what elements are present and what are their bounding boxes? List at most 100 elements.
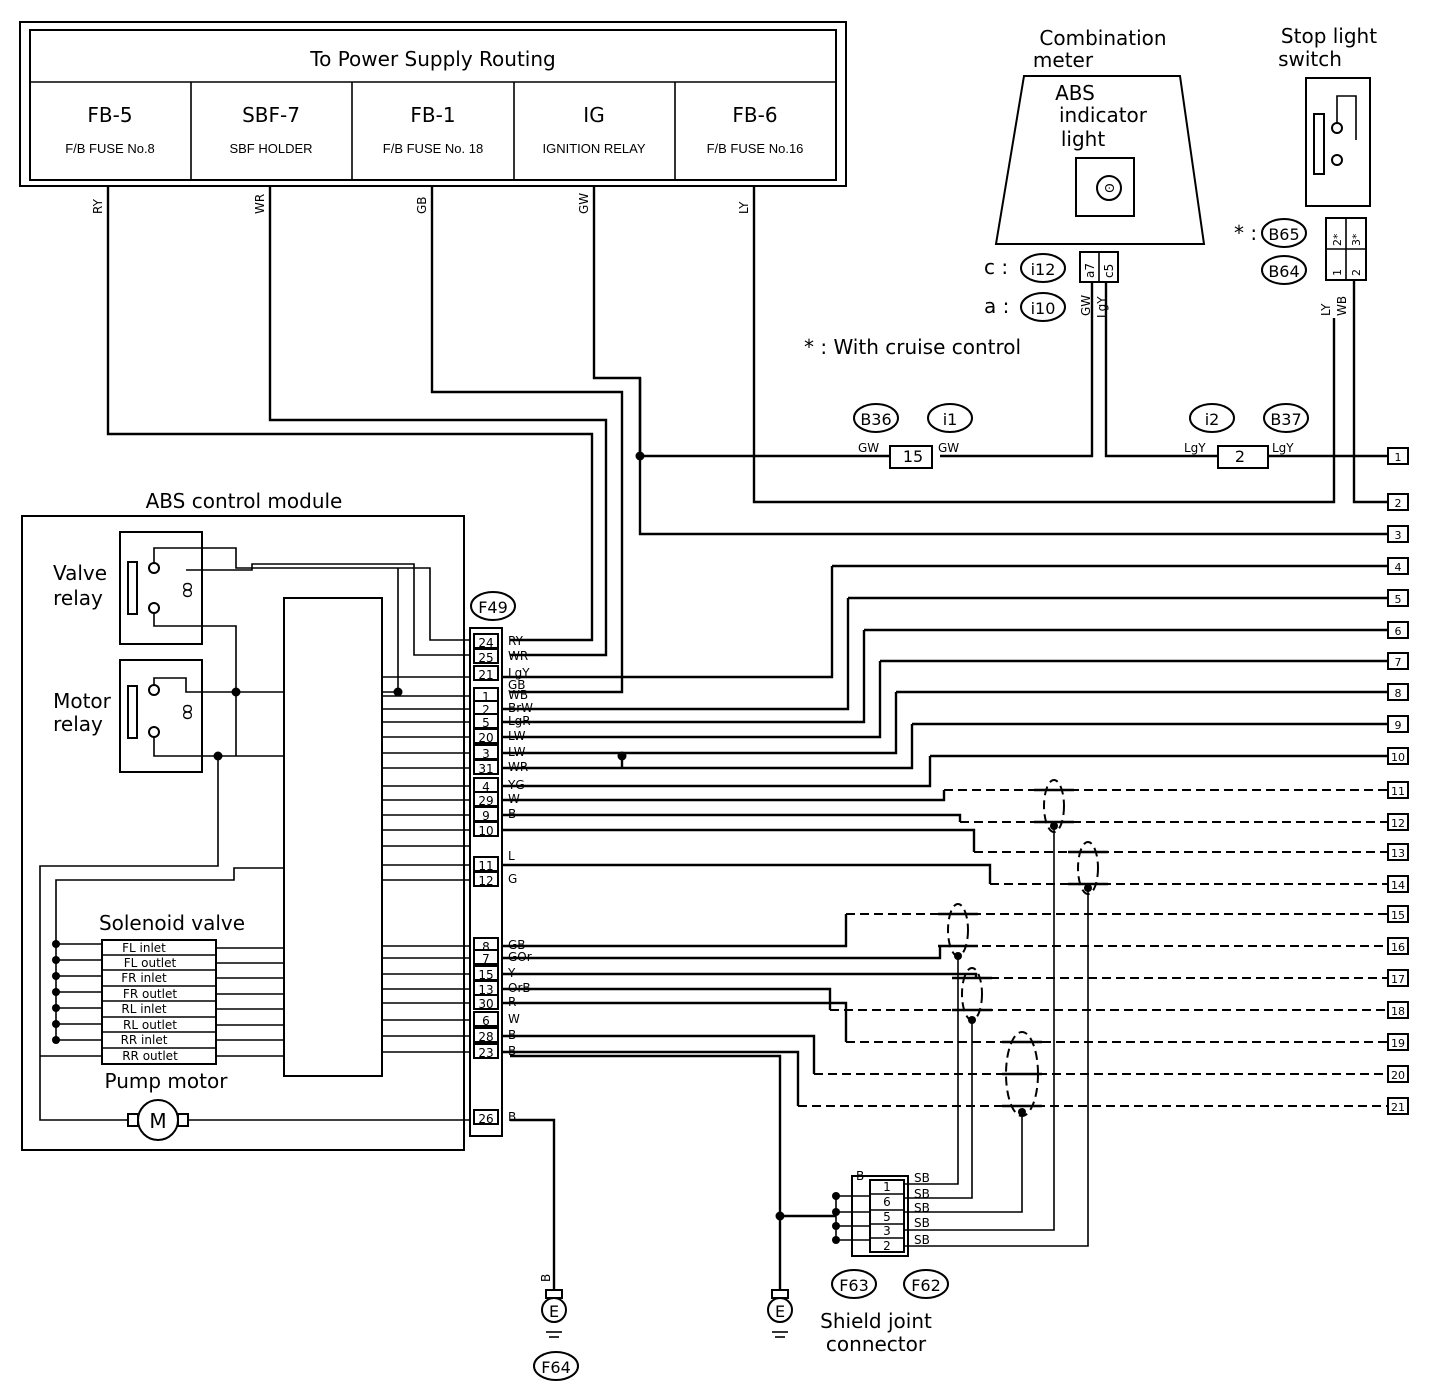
svg-text:GW: GW <box>858 441 879 455</box>
pin-number: 30 <box>478 997 493 1011</box>
svg-text:2: 2 <box>1350 269 1363 276</box>
svg-text:i2: i2 <box>1205 410 1220 429</box>
pin-wire-color: B <box>508 1110 516 1124</box>
power-supply-box: To Power Supply Routing FB-5 F/B FUSE No… <box>19 21 847 214</box>
meter-title-line2: meter <box>1033 48 1094 72</box>
svg-text:B: B <box>539 1274 553 1282</box>
pin-wire-color: G <box>508 872 517 886</box>
lamp-label: indicator <box>1059 103 1148 127</box>
signal-wire <box>502 914 848 948</box>
svg-text:i10: i10 <box>1031 299 1056 318</box>
svg-text:6: 6 <box>883 1195 891 1209</box>
wire-color-label: RY <box>91 198 105 214</box>
signal-wire <box>502 987 832 1010</box>
signal-wire <box>502 692 898 755</box>
terminal-number: 19 <box>1391 1037 1405 1050</box>
svg-text:F49: F49 <box>478 598 508 617</box>
pin-wire-color: RY <box>508 634 524 648</box>
svg-text:F63: F63 <box>839 1276 869 1295</box>
svg-text:B: B <box>856 1169 864 1183</box>
svg-text:i1: i1 <box>943 410 958 429</box>
power-wires <box>106 186 1388 694</box>
ground-f64: B E F64 <box>510 1118 579 1381</box>
terminal-box <box>1387 937 1409 955</box>
svg-text:B37: B37 <box>1270 410 1301 429</box>
svg-text:ꝏ: ꝏ <box>177 582 196 598</box>
terminal-box <box>1387 747 1409 765</box>
terminal-number: 16 <box>1391 941 1405 954</box>
svg-text:1: 1 <box>1331 269 1344 276</box>
power-cell-code: FB-1 <box>410 103 455 127</box>
svg-text:LY: LY <box>1319 303 1333 316</box>
connector-tag <box>1020 292 1066 322</box>
terminal-number: 6 <box>1395 625 1402 638</box>
pin-box <box>473 994 499 1010</box>
svg-text:a :: a : <box>984 294 1009 318</box>
terminal-number: 10 <box>1391 751 1405 764</box>
terminal-box <box>1387 969 1409 987</box>
svg-text:1: 1 <box>883 1180 891 1194</box>
valve-label: RR inlet <box>121 1033 168 1047</box>
svg-text:WB: WB <box>1335 296 1349 316</box>
shield-joint-connector: 1 6 5 3 2 B SB SB SB SB SB F63 F62 Shiel… <box>820 826 1089 1356</box>
ground-icon <box>541 1297 567 1323</box>
joint-connectors: B36 i1 GW GW 15 i2 B37 LgY LgY 2 <box>853 403 1388 469</box>
svg-text:2: 2 <box>1235 447 1245 466</box>
terminal-box <box>1387 525 1409 543</box>
connector-tag <box>1020 253 1066 283</box>
svg-text:B64: B64 <box>1268 262 1299 281</box>
pin-number: 15 <box>478 968 493 982</box>
terminal-number: 18 <box>1391 1005 1405 1018</box>
ground-icon <box>767 1297 793 1323</box>
signal-wire <box>502 972 978 978</box>
terminal-number: 13 <box>1391 847 1405 860</box>
signal-wire <box>502 790 946 802</box>
svg-text:connector: connector <box>826 1332 927 1356</box>
wire-color-label: LY <box>737 201 751 214</box>
terminal-box <box>1387 1001 1409 1019</box>
pin-number: 29 <box>478 794 493 808</box>
svg-text:Valve: Valve <box>53 561 107 585</box>
pin-number: 12 <box>478 874 493 888</box>
pin-box <box>473 665 499 681</box>
svg-text:B36: B36 <box>860 410 891 429</box>
svg-text:Solenoid valve: Solenoid valve <box>99 911 245 935</box>
output-wires <box>502 564 1388 1108</box>
pin-number: 5 <box>482 716 490 730</box>
signal-wire <box>502 813 962 822</box>
terminal-box <box>1387 589 1409 607</box>
valve-label: RL outlet <box>123 1018 177 1032</box>
signal-wire <box>502 1001 848 1042</box>
svg-text:GW: GW <box>1079 295 1093 316</box>
meter-title: Combination <box>1039 26 1166 50</box>
terminal-number: 14 <box>1391 879 1405 892</box>
pin-box <box>473 871 499 887</box>
signal-wire <box>502 630 866 724</box>
pin-number: 9 <box>482 809 490 823</box>
svg-text:LgY: LgY <box>1272 441 1294 455</box>
pin-number: 25 <box>478 651 493 665</box>
power-cell-desc: F/B FUSE No.16 <box>707 141 804 156</box>
terminal-number: 20 <box>1391 1069 1405 1082</box>
svg-text:E: E <box>775 1302 785 1321</box>
pin-number: 8 <box>482 940 490 954</box>
valve-label: RL inlet <box>121 1002 166 1016</box>
pin-number: 13 <box>478 983 493 997</box>
stop-switch-title-line2: switch <box>1278 47 1342 71</box>
svg-text:Pump motor: Pump motor <box>105 1069 229 1093</box>
signal-wire <box>502 566 834 679</box>
pin-box <box>473 949 499 965</box>
connector-tag <box>1261 218 1307 248</box>
terminal-number: 3 <box>1395 529 1402 542</box>
svg-text:5: 5 <box>883 1210 891 1224</box>
terminal-box <box>1387 715 1409 733</box>
power-cell-desc: SBF HOLDER <box>229 141 312 156</box>
abs-control-module: ABS control module Valve relay ꝏ Motor r… <box>21 489 470 1151</box>
terminal-box <box>1387 621 1409 639</box>
pin-box <box>473 1043 499 1059</box>
svg-text:LgY: LgY <box>1184 441 1206 455</box>
signal-wire <box>502 1034 816 1074</box>
terminal-box <box>1387 652 1409 670</box>
svg-text:* :: * : <box>1234 221 1257 245</box>
